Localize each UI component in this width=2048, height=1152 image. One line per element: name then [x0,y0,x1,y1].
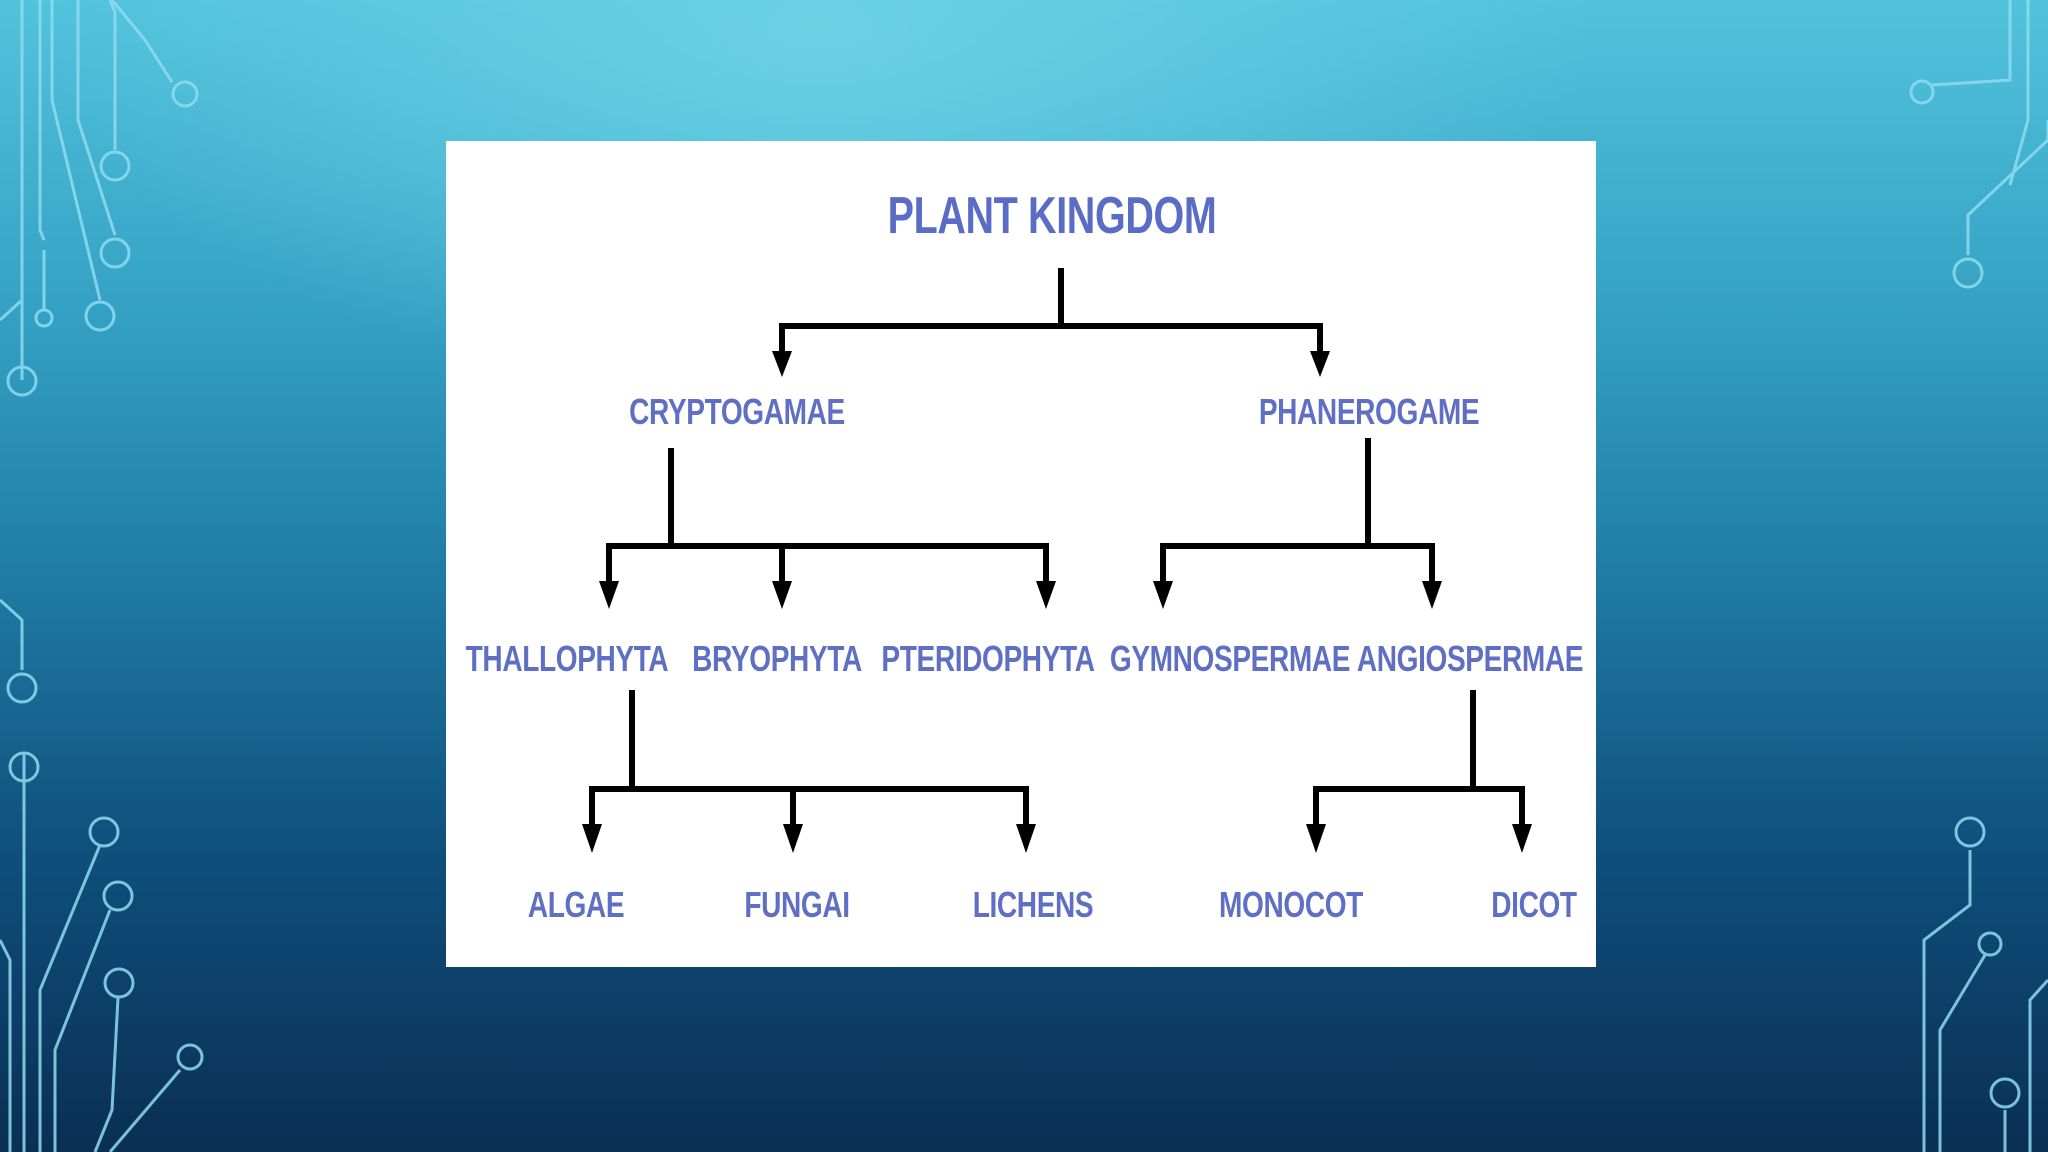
node-gymnospermae: GYMNOSPERMAE [1109,638,1351,679]
node-monocot: MONOCOT [1219,884,1363,925]
node-algae: ALGAE [527,884,625,925]
node-cryptogamae: CRYPTOGAMAE [629,391,845,432]
node-pteridophyta: PTERIDOPHYTA [881,638,1095,679]
node-thallophyta: THALLOPHYTA [465,638,669,679]
node-fungai: FUNGAI [744,884,850,925]
node-bryophyta: BRYOPHYTA [692,638,862,679]
root-node-label: PLANT KINGDOM [887,187,1217,245]
node-dicot: DICOT [1491,884,1577,925]
connector-lines [582,268,1532,853]
node-angiospermae: ANGIOSPERMAE [1356,638,1584,679]
plant-kingdom-diagram: PLANT KINGDOM CRYPTOGAMAE PHANEROGAME TH… [446,141,1596,967]
node-lichens: LICHENS [972,884,1094,925]
node-phanerogame: PHANEROGAME [1258,391,1480,432]
